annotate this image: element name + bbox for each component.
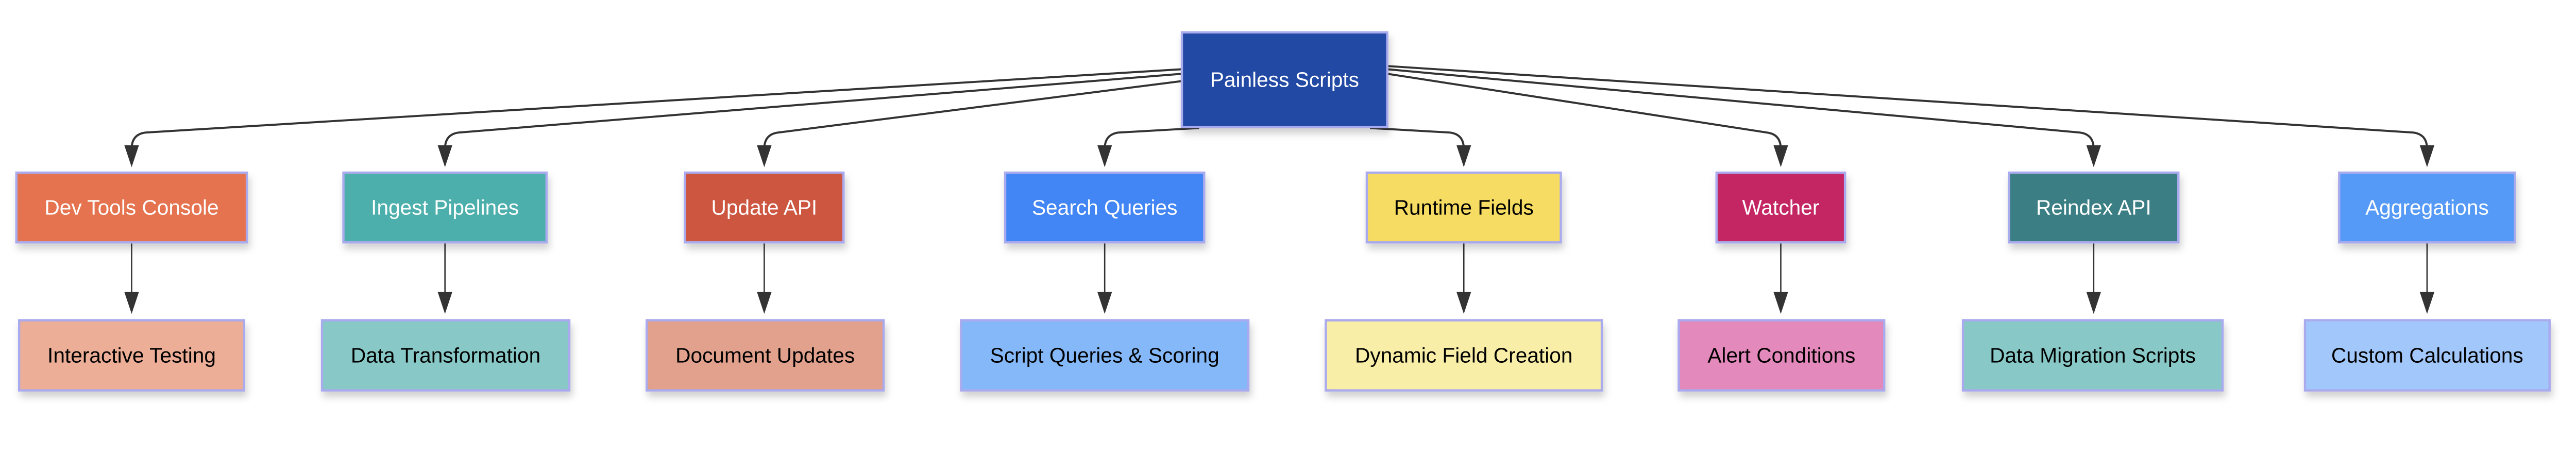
leaf-node-label: Script Queries & Scoring bbox=[990, 344, 1219, 367]
leaf-node-box bbox=[1677, 319, 1886, 392]
leaf-node: Script Queries & Scoring bbox=[960, 319, 1250, 392]
branch-node: Reindex API bbox=[2008, 171, 2180, 244]
leaf-node-box bbox=[1325, 319, 1603, 392]
edge-root-to-branch bbox=[1104, 127, 1199, 155]
edge-root-to-branch bbox=[1387, 68, 2095, 155]
leaf-node: Document Updates bbox=[646, 319, 885, 392]
leaf-node-label: Document Updates bbox=[675, 344, 855, 367]
arrowhead-icon bbox=[757, 292, 772, 314]
branch-node-box bbox=[342, 171, 548, 244]
branch-node-box bbox=[1715, 171, 1846, 244]
leaf-node: Data Migration Scripts bbox=[1961, 319, 2224, 392]
branch-node-box bbox=[684, 171, 845, 244]
leaf-node-box bbox=[960, 319, 1250, 392]
leaf-node: Alert Conditions bbox=[1677, 319, 1886, 392]
leaf-node-box bbox=[18, 319, 246, 392]
branch-node-box bbox=[2338, 171, 2516, 244]
branch-node: Ingest Pipelines bbox=[342, 171, 548, 244]
arrowhead-icon bbox=[1097, 292, 1112, 314]
branch-node-label: Search Queries bbox=[1032, 196, 1177, 220]
leaf-node: Custom Calculations bbox=[2303, 319, 2551, 392]
arrowhead-icon bbox=[124, 145, 139, 167]
leaf-node: Data Transformation bbox=[320, 319, 571, 392]
branch-node-box bbox=[15, 171, 248, 244]
branch-node-box bbox=[1004, 171, 1206, 244]
edges bbox=[124, 65, 2435, 314]
arrowhead-icon bbox=[437, 145, 452, 167]
arrowhead-icon bbox=[2086, 145, 2101, 167]
root-node-box bbox=[1180, 31, 1388, 128]
branch-node-label: Reindex API bbox=[2036, 196, 2151, 220]
edge-root-to-branch bbox=[763, 80, 1182, 155]
branch-node-label: Aggregations bbox=[2365, 196, 2489, 220]
edge-root-to-branch bbox=[130, 68, 1182, 155]
branch-node-label: Update API bbox=[711, 196, 818, 220]
branch-node-label: Runtime Fields bbox=[1394, 196, 1534, 220]
branch-node: Search Queries bbox=[1004, 171, 1206, 244]
leaf-node-box bbox=[320, 319, 571, 392]
branch-node-label: Ingest Pipelines bbox=[371, 196, 519, 220]
branch-node: Watcher bbox=[1715, 171, 1846, 244]
leaf-node-box bbox=[646, 319, 885, 392]
branch-node-box bbox=[1365, 171, 1562, 244]
branch-node-label: Dev Tools Console bbox=[44, 196, 218, 220]
edge-root-to-branch bbox=[1370, 127, 1465, 155]
arrowhead-icon bbox=[2086, 292, 2101, 314]
leaf-node-label: Custom Calculations bbox=[2331, 344, 2523, 367]
edge-root-to-branch bbox=[1387, 65, 2428, 155]
arrowhead-icon bbox=[1456, 292, 1471, 314]
branch-node: Runtime Fields bbox=[1365, 171, 1562, 244]
branch-node: Dev Tools Console bbox=[15, 171, 248, 244]
arrowhead-icon bbox=[2419, 145, 2435, 167]
arrowhead-icon bbox=[1773, 145, 1788, 167]
branch-node: Aggregations bbox=[2338, 171, 2516, 244]
branch-node-label: Watcher bbox=[1742, 196, 1820, 220]
arrowhead-icon bbox=[1773, 292, 1788, 314]
leaf-node-box bbox=[2303, 319, 2551, 392]
arrowhead-icon bbox=[437, 292, 452, 314]
branch-node-box bbox=[2008, 171, 2180, 244]
arrowhead-icon bbox=[124, 292, 139, 314]
root-node: Painless Scripts bbox=[1180, 31, 1388, 128]
leaf-node-label: Alert Conditions bbox=[1707, 344, 1855, 367]
arrowhead-icon bbox=[1456, 145, 1471, 167]
leaf-node: Interactive Testing bbox=[18, 319, 246, 392]
branch-node: Update API bbox=[684, 171, 845, 244]
leaf-node: Dynamic Field Creation bbox=[1325, 319, 1603, 392]
arrowhead-icon bbox=[757, 145, 772, 167]
root-node-label: Painless Scripts bbox=[1210, 68, 1359, 92]
edge-root-to-branch bbox=[1387, 73, 1782, 155]
leaf-node-box bbox=[1961, 319, 2224, 392]
leaf-node-label: Interactive Testing bbox=[47, 344, 216, 367]
arrowhead-icon bbox=[2419, 292, 2435, 314]
leaf-node-label: Data Transformation bbox=[351, 344, 540, 367]
leaf-node-label: Data Migration Scripts bbox=[1990, 344, 2196, 367]
edge-root-to-branch bbox=[444, 73, 1182, 155]
arrowhead-icon bbox=[1097, 145, 1112, 167]
leaf-node-label: Dynamic Field Creation bbox=[1355, 344, 1573, 367]
